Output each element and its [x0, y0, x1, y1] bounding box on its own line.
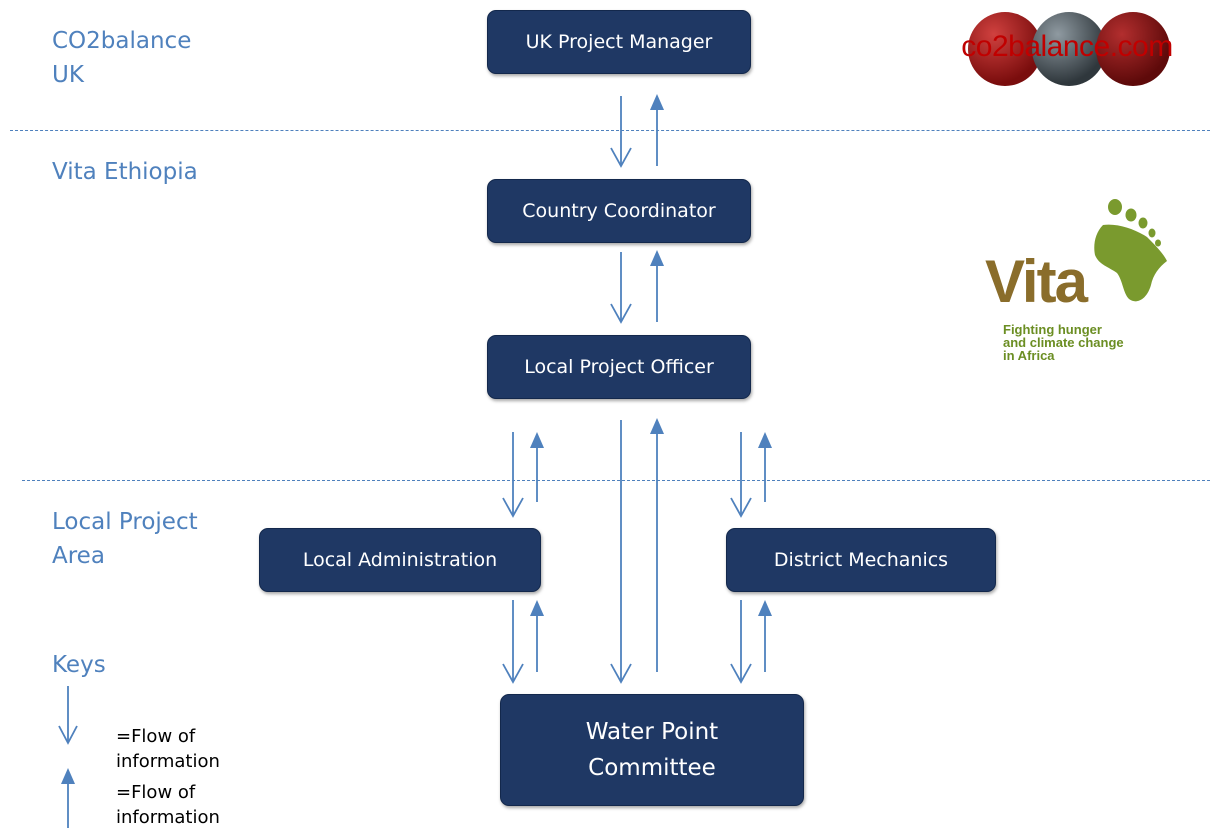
- section-label-co2balance-uk: CO2balance UK: [52, 28, 192, 88]
- arrow-up-admin-to-lpo: [530, 432, 544, 502]
- open-arrow-down-icon: [58, 686, 78, 745]
- section-label-keys: Keys: [52, 652, 106, 678]
- node-country-coordinator: Country Coordinator: [487, 179, 751, 243]
- logo-circle-red: [968, 12, 1042, 86]
- arrow-down-admin-to-wpc: [502, 600, 524, 684]
- vita-logo-tagline: Fighting hunger and climate change in Af…: [1003, 322, 1124, 363]
- node-uk-project-manager: UK Project Manager: [487, 10, 751, 74]
- arrow-down-lpo-to-wpc: [610, 420, 632, 684]
- node-local-project-officer: Local Project Officer: [487, 335, 751, 399]
- logo-circle-grey: [1032, 12, 1106, 86]
- section-label-vita-ethiopia: Vita Ethiopia: [52, 159, 198, 185]
- co2balance-logo-text: co2balance.com: [961, 30, 1173, 63]
- divider-vita-local: [22, 480, 1210, 481]
- key-label-up-arrow: =Flow of information: [116, 782, 220, 828]
- arrow-down-ukpm-to-cc: [610, 96, 632, 168]
- arrow-up-wpc-to-lpo: [650, 418, 664, 672]
- divider-uk-vita: [10, 130, 1210, 131]
- section-label-local-project-area: Local Project Area: [52, 509, 198, 569]
- africa-footprint-icon: [1094, 199, 1167, 302]
- arrow-up-cc-to-ukpm: [650, 94, 664, 166]
- node-district-mechanics: District Mechanics: [726, 528, 996, 592]
- arrow-up-lpo-to-cc: [650, 250, 664, 322]
- arrow-up-wpc-to-mechanics: [758, 600, 772, 672]
- key-label-down-arrow: =Flow of information: [116, 726, 220, 772]
- arrow-up-wpc-to-admin: [530, 600, 544, 672]
- arrow-up-mechanics-to-lpo: [758, 432, 772, 502]
- node-local-administration: Local Administration: [259, 528, 541, 592]
- node-water-point-committee: Water Point Committee: [500, 694, 804, 806]
- vita-logo-word: Vita: [985, 248, 1088, 315]
- co2balance-logo: co2balance.com: [952, 8, 1182, 88]
- arrow-down-lpo-to-mechanics: [730, 432, 752, 518]
- vita-logo: Vita Fighting hunger and climate change …: [985, 195, 1185, 375]
- arrow-down-lpo-to-admin: [502, 432, 524, 518]
- filled-arrow-up-icon: [61, 768, 75, 828]
- arrow-down-mechanics-to-wpc: [730, 600, 752, 684]
- logo-circle-darkred: [1096, 12, 1170, 86]
- arrow-down-cc-to-lpo: [610, 252, 632, 324]
